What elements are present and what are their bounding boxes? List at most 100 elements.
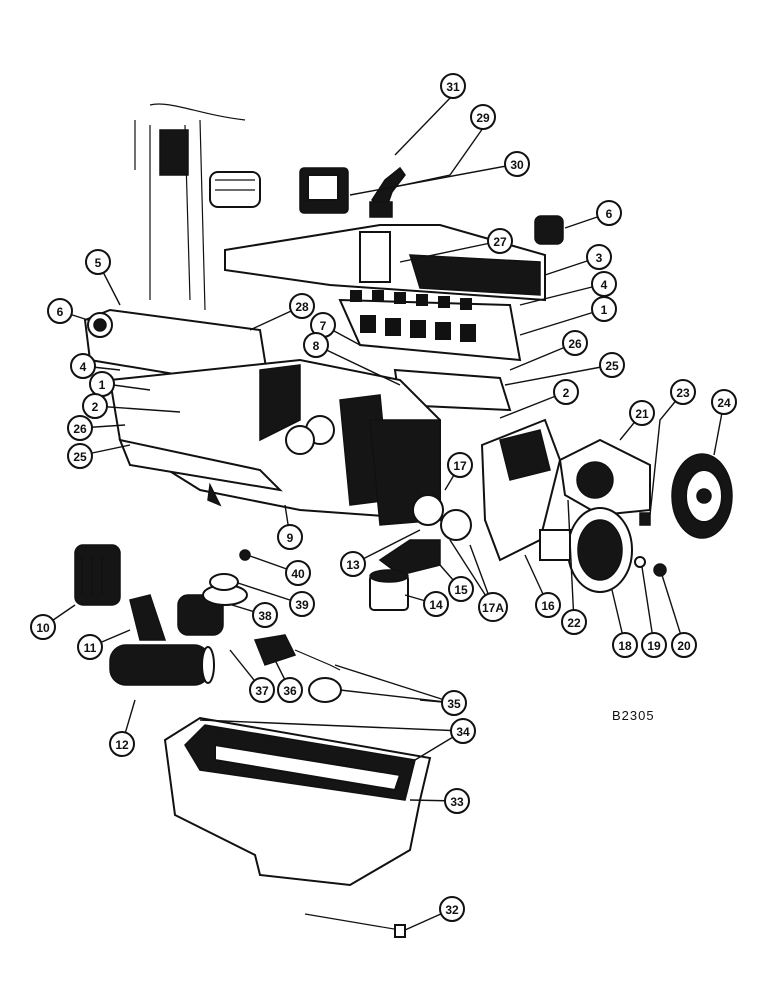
callout-6: 6 xyxy=(47,298,73,324)
callout-circle xyxy=(553,379,579,405)
callout-circle xyxy=(671,632,697,658)
callout-label: 26 xyxy=(568,337,582,351)
callout-label: 25 xyxy=(73,450,87,464)
callout-circle xyxy=(67,415,93,441)
callout-17a: 17A xyxy=(478,592,508,622)
callout-circle xyxy=(77,634,103,660)
callout-24: 24 xyxy=(711,389,737,415)
callout-15: 15 xyxy=(448,576,474,602)
callout-12: 12 xyxy=(109,731,135,757)
callout-circle xyxy=(277,524,303,550)
callout-label: 34 xyxy=(456,725,470,739)
callout-label: 40 xyxy=(291,567,305,581)
callout-23: 23 xyxy=(670,379,696,405)
callout-19: 19 xyxy=(641,632,667,658)
callout-18: 18 xyxy=(612,632,638,658)
callout-circle xyxy=(303,332,329,358)
oil-filter-shape xyxy=(369,569,409,611)
callout-label: 26 xyxy=(73,422,87,436)
callout-circle xyxy=(535,592,561,618)
callout-circle xyxy=(277,677,303,703)
callout-label: 25 xyxy=(605,359,619,373)
callout-label: 38 xyxy=(258,609,272,623)
drawing-code-label: B2305 xyxy=(612,708,655,723)
callout-circle xyxy=(423,591,449,617)
callout-32: 32 xyxy=(439,896,465,922)
callout-26: 26 xyxy=(67,415,93,441)
callout-label: 24 xyxy=(717,396,731,410)
callout-label: 6 xyxy=(57,305,64,319)
callout-circle xyxy=(447,452,473,478)
callout-14: 14 xyxy=(423,591,449,617)
callout-label: 15 xyxy=(454,583,468,597)
callout-label: 11 xyxy=(84,641,97,655)
callout-label: 36 xyxy=(283,684,297,698)
callout-17: 17 xyxy=(447,452,473,478)
callout-label: 17 xyxy=(453,459,467,473)
callout-circle xyxy=(444,788,470,814)
callout-34: 34 xyxy=(450,718,476,744)
callout-circle xyxy=(340,551,366,577)
callout-1: 1 xyxy=(89,371,115,397)
callout-circle xyxy=(670,379,696,405)
callout-5: 5 xyxy=(85,249,111,275)
flywheel-housing-shape xyxy=(177,584,248,636)
callout-label: 23 xyxy=(676,386,690,400)
callout-label: 2 xyxy=(563,386,570,400)
callout-37: 37 xyxy=(249,677,275,703)
callout-circle xyxy=(711,389,737,415)
oil-filler-cap-right xyxy=(534,215,564,245)
callout-33: 33 xyxy=(444,788,470,814)
oil-screen-shape xyxy=(308,677,342,703)
callout-circle xyxy=(285,560,311,586)
callout-circle xyxy=(450,718,476,744)
callout-3: 3 xyxy=(586,244,612,270)
callout-label: 9 xyxy=(287,531,294,545)
callout-40: 40 xyxy=(285,560,311,586)
callout-label: 1 xyxy=(601,303,608,317)
callout-label: 8 xyxy=(313,339,320,353)
callout-label: 14 xyxy=(429,598,443,612)
callout-circle xyxy=(70,353,96,379)
plug-shape xyxy=(239,549,251,561)
callout-circle xyxy=(562,330,588,356)
callout-28: 28 xyxy=(289,293,315,319)
callout-label: 2 xyxy=(92,400,99,414)
callout-circle xyxy=(67,443,93,469)
callout-circle xyxy=(47,298,73,324)
callout-22: 22 xyxy=(561,609,587,635)
callout-circle xyxy=(85,249,111,275)
callout-label: 7 xyxy=(320,319,327,333)
callout-circle xyxy=(109,731,135,757)
callout-circle xyxy=(586,244,612,270)
callout-36: 36 xyxy=(277,677,303,703)
callout-label: 27 xyxy=(493,235,507,249)
callout-10: 10 xyxy=(30,614,56,640)
callout-39: 39 xyxy=(289,591,315,617)
callout-label: 35 xyxy=(447,697,461,711)
callout-2: 2 xyxy=(82,393,108,419)
callout-label: 1 xyxy=(99,378,106,392)
callout-38: 38 xyxy=(252,602,278,628)
callout-circle xyxy=(441,690,467,716)
carburetor xyxy=(299,167,349,214)
callout-circle xyxy=(470,104,496,130)
callout-label: 37 xyxy=(255,684,269,698)
callout-label: 3 xyxy=(596,251,603,265)
callout-circle xyxy=(249,677,275,703)
callout-circle xyxy=(252,602,278,628)
callout-circle xyxy=(439,896,465,922)
callout-29: 29 xyxy=(470,104,496,130)
callout-circle xyxy=(440,73,466,99)
callout-label: 39 xyxy=(295,598,309,612)
callout-26: 26 xyxy=(562,330,588,356)
callout-label: 12 xyxy=(115,738,129,752)
pulley-shape xyxy=(539,507,633,593)
callout-9: 9 xyxy=(277,524,303,550)
dipstick-shape xyxy=(304,913,406,938)
callout-label: 21 xyxy=(635,407,649,421)
fuel-pump-shape xyxy=(253,634,297,666)
balancer-shape xyxy=(671,453,733,539)
callout-label: 32 xyxy=(445,903,459,917)
